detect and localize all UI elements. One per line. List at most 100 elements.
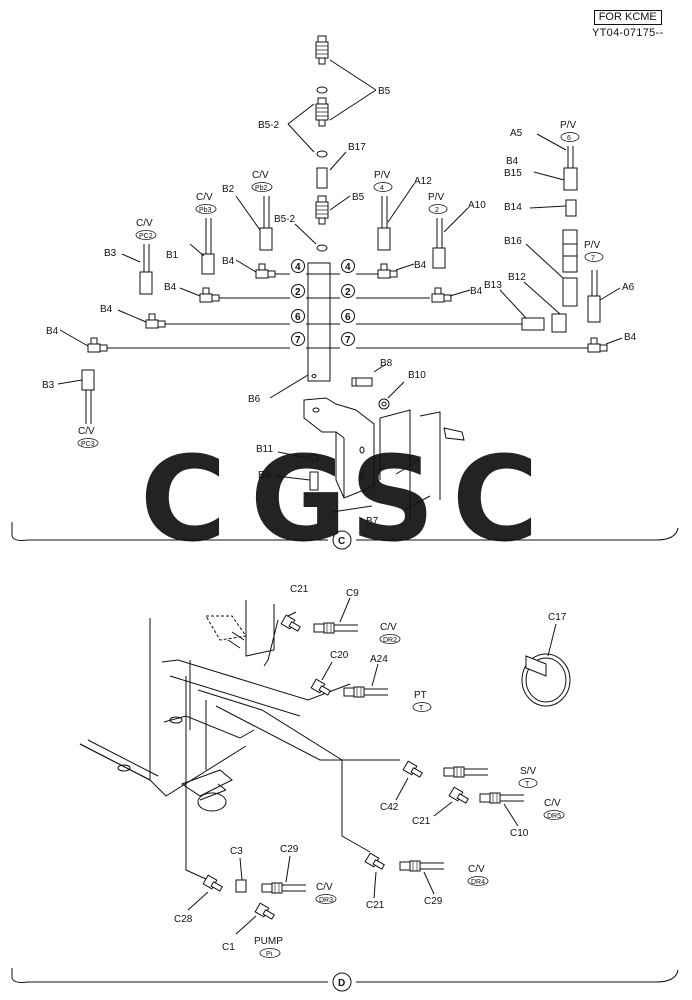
fitting-b14 (565, 199, 577, 217)
label-pv-4-port: 4 (380, 185, 384, 192)
port-2-right: 2 (345, 287, 351, 298)
label-c1: C1 (222, 942, 235, 953)
bolt-b8 (351, 377, 373, 387)
label-b5-2-lower: B5-2 (274, 214, 296, 225)
fitting-b5-top (315, 35, 329, 65)
hose-a24 (343, 686, 389, 698)
label-a6: A6 (622, 282, 635, 293)
label-pump: PUMP (254, 936, 283, 947)
drawing-code: YT04-07175-- (592, 27, 664, 39)
frame-left (79, 618, 247, 797)
port-6-right: 6 (345, 312, 351, 323)
fitting-b13 (521, 317, 545, 331)
label-c21-bottom: C21 (366, 900, 385, 911)
tee-b4-port6-left (145, 313, 166, 329)
label-b11: B11 (256, 444, 273, 455)
oring-b5-2-bottom (316, 244, 328, 252)
fitting-c21-mid (448, 786, 469, 804)
label-c21-mid: C21 (412, 816, 431, 827)
label-c29-left: C29 (280, 844, 299, 855)
section-c-labels: B5 B5-2 B17 B5 B5-2 P/V 4 A12 P/V 2 A10 … (42, 86, 637, 527)
label-pv-7: P/V (584, 240, 600, 251)
label-c10: C10 (510, 828, 529, 839)
label-a24: A24 (370, 654, 388, 665)
label-b4-port4-left: B4 (222, 256, 235, 267)
fitting-c3 (235, 879, 247, 893)
tee-b4-port2-left (199, 287, 220, 303)
label-c3: C3 (230, 846, 243, 857)
label-b9: B9 (258, 470, 271, 481)
label-cv-dr2: C/V (380, 622, 397, 633)
port-circle-7-left (291, 332, 305, 346)
label-b8: B8 (380, 358, 393, 369)
label-dr4: DR4 (471, 879, 485, 886)
label-b4-port7-left: B4 (46, 326, 59, 337)
tee-b4-port4-right (377, 263, 398, 279)
elbow-b12 (551, 313, 567, 333)
port-circle-4-right (341, 259, 355, 273)
tee-b4-port7-left (87, 337, 108, 353)
label-b5-lower: B5 (352, 192, 365, 203)
label-b4-port4-right: B4 (414, 260, 427, 271)
label-b13: B13 (484, 280, 502, 291)
label-b1: B1 (166, 250, 179, 261)
port-6-left: 6 (295, 312, 301, 323)
drawing-header: FOR KCME YT04-07175-- (592, 10, 663, 40)
label-b12: B12 (508, 272, 526, 283)
section-c (11, 35, 679, 550)
hose-c10 (479, 792, 525, 804)
label-a12: A12 (414, 176, 432, 187)
label-b4-right-col: B4 (506, 156, 519, 167)
port-7-left: 7 (295, 335, 301, 346)
fitting-b5-lower (315, 195, 329, 225)
label-dr3: DR3 (319, 897, 333, 904)
label-pc2: PC2 (139, 233, 153, 240)
label-pv-7-port: 7 (591, 255, 595, 262)
label-b4-port2-right: B4 (470, 286, 483, 297)
watermark-letter-1: C (140, 430, 227, 568)
label-c42: C42 (380, 802, 399, 813)
fitting-c20 (310, 678, 331, 696)
label-c9: C9 (346, 588, 359, 599)
bracket-b7 (303, 397, 375, 499)
section-c-marker (332, 530, 352, 550)
label-dr5: DR5 (547, 813, 561, 820)
port-4-right: 4 (345, 262, 351, 273)
fitting-b16 (562, 229, 578, 273)
label-b10: B10 (408, 370, 426, 381)
tee-b4-port4-left (255, 263, 276, 279)
section-d (11, 597, 679, 992)
label-b17: B17 (348, 142, 366, 153)
watermark-letter-4: C (452, 430, 539, 568)
port-circle-6-left (291, 309, 305, 323)
label-b16: B16 (504, 236, 522, 247)
port-numbers: 4 4 2 2 6 6 7 7 (295, 262, 351, 346)
label-dr2: DR2 (383, 637, 397, 644)
label-b4-port6-left: B4 (100, 304, 113, 315)
oring-b5-2-lower (316, 150, 328, 158)
label-pt-t: T (419, 705, 424, 712)
label-b4-port7-right: B4 (624, 332, 637, 343)
label-pv-6-port: 6 (567, 135, 571, 142)
label-cv-dr3: C/V (316, 882, 333, 893)
label-b4-port2-left: B4 (164, 282, 177, 293)
section-d-letter: D (338, 978, 345, 989)
section-c-letter: C (338, 536, 345, 547)
kcme-badge: FOR KCME (593, 10, 662, 25)
port-circle-6-right (341, 309, 355, 323)
label-c20: C20 (330, 650, 349, 661)
fitting-c42 (402, 760, 423, 778)
port-7-right: 7 (345, 335, 351, 346)
label-b5-2: B5-2 (258, 120, 280, 131)
label-b3-upper: B3 (104, 248, 117, 259)
washer-b10 (378, 398, 390, 410)
label-pt: PT (414, 690, 427, 701)
fitting-c28 (202, 874, 223, 892)
port-circle-7-right (341, 332, 355, 346)
block-b6 (307, 262, 331, 382)
port-circle-2-left (291, 284, 305, 298)
bolt-b9 (309, 471, 319, 491)
label-pv-2-port: 2 (435, 207, 439, 214)
hose-c9 (313, 622, 359, 634)
label-b5: B5 (378, 86, 391, 97)
